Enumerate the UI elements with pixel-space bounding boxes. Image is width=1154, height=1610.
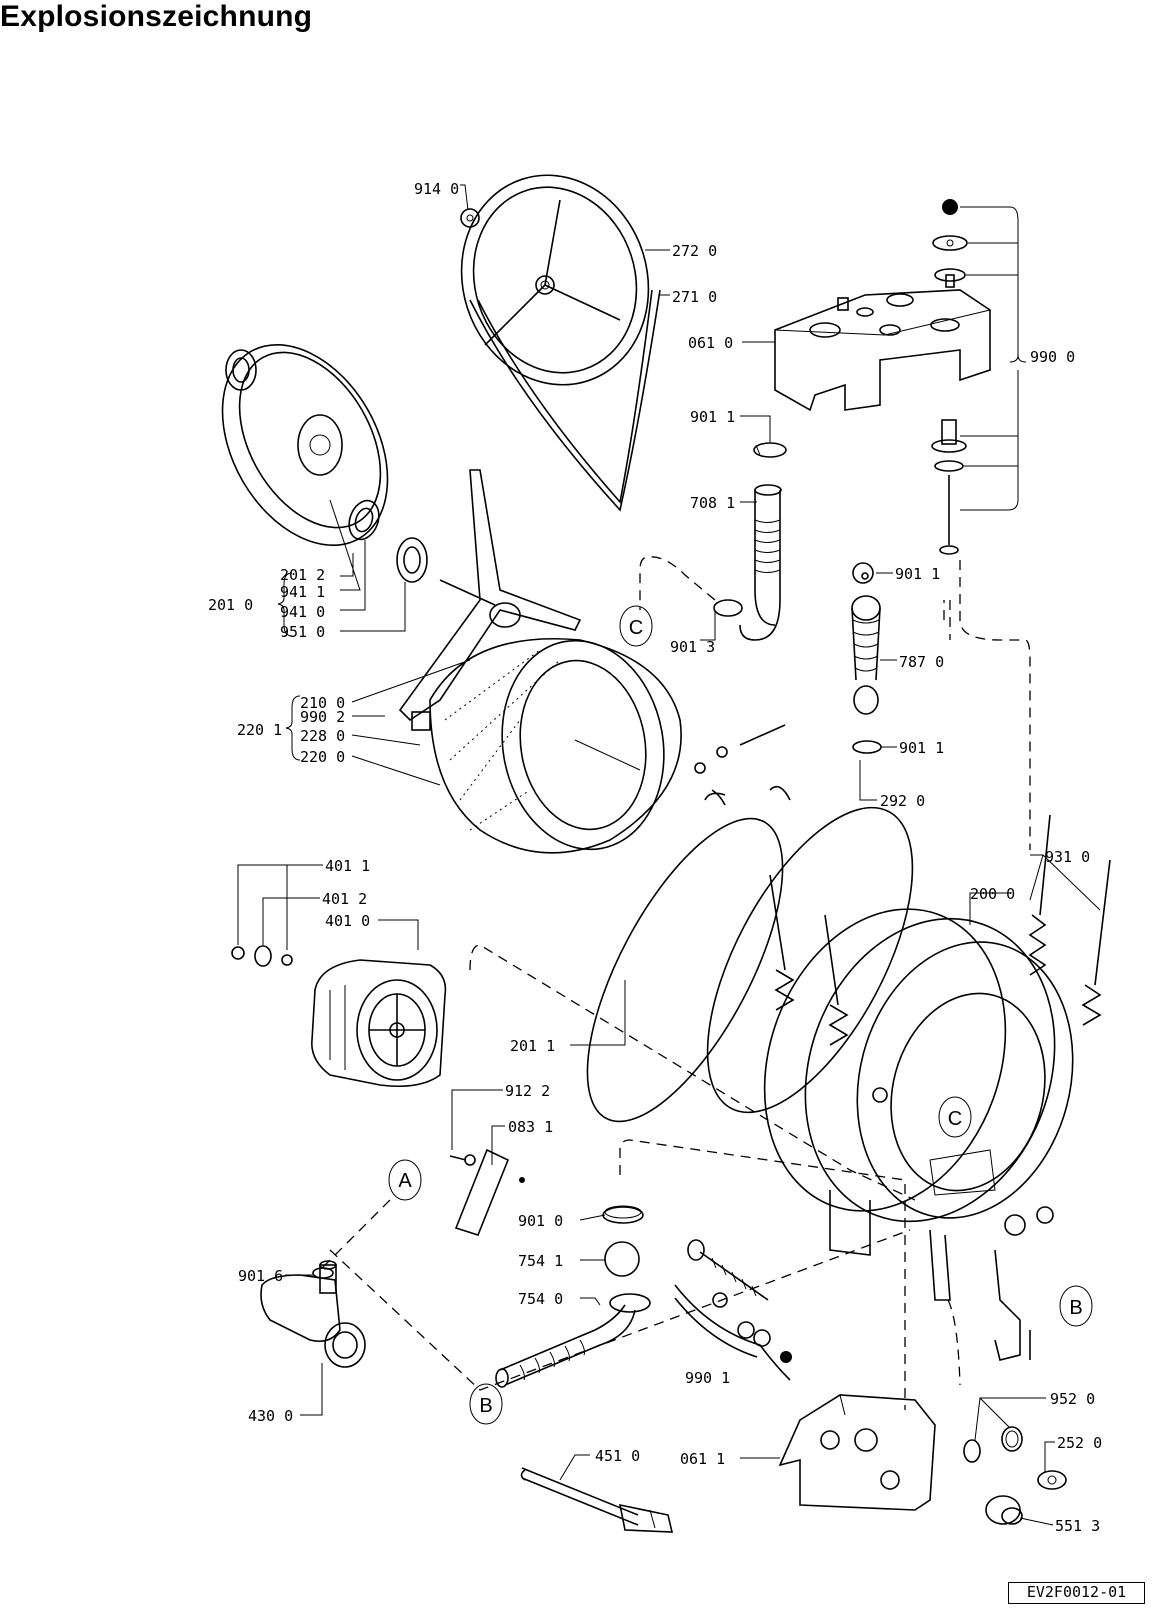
disc-754-1-drawing xyxy=(604,1241,640,1277)
label-708-1: 708 1 xyxy=(690,494,735,512)
label-220-0: 220 0 xyxy=(300,748,345,766)
label-201-2: 201 2 xyxy=(280,566,325,584)
marker-c-hose-letter: C xyxy=(629,617,643,639)
marker-a-letter: A xyxy=(398,1170,412,1192)
label-210-0: 210 0 xyxy=(300,694,345,712)
clamp-901-3-drawing xyxy=(713,599,743,617)
label-990-2: 990 2 xyxy=(300,708,345,726)
tub-drawing xyxy=(763,908,1074,1361)
label-754-1: 754 1 xyxy=(518,1252,563,1270)
label-912-2: 912 2 xyxy=(505,1082,550,1100)
motor-drawing xyxy=(311,959,447,1088)
marker-c-tub: C xyxy=(938,1096,972,1138)
sensor-252-drawing xyxy=(1037,1470,1067,1490)
clamp-901-1-top-drawing xyxy=(753,442,787,458)
bolt-drawing xyxy=(694,724,786,774)
marker-a: A xyxy=(388,1159,422,1201)
label-201-0: 201 0 xyxy=(208,596,253,614)
label-901-1-top: 901 1 xyxy=(690,408,735,426)
marker-b-heater-letter: B xyxy=(479,1395,492,1417)
label-272-0: 272 0 xyxy=(672,242,717,260)
label-430-0: 430 0 xyxy=(248,1407,293,1425)
label-990-1: 990 1 xyxy=(685,1369,730,1387)
label-401-1: 401 1 xyxy=(325,857,370,875)
label-451-0: 451 0 xyxy=(595,1447,640,1465)
seal-951-drawing xyxy=(396,537,428,583)
marker-c-hose: C xyxy=(619,605,653,647)
leader-lines xyxy=(237,184,1101,1526)
counterweight-front-drawing xyxy=(778,1394,936,1511)
label-952-0: 952 0 xyxy=(1050,1390,1095,1408)
label-914-0: 914 0 xyxy=(414,180,459,198)
drain-pump-drawing xyxy=(260,1260,366,1368)
label-901-3: 901 3 xyxy=(670,638,715,656)
label-901-6: 901 6 xyxy=(238,1267,283,1285)
label-901-0: 901 0 xyxy=(518,1212,563,1230)
label-754-0: 754 0 xyxy=(518,1290,563,1308)
label-401-0: 401 0 xyxy=(325,912,370,930)
marker-c-tub-letter: C xyxy=(948,1108,962,1130)
motor-washers-drawing xyxy=(231,945,293,967)
label-200-0: 200 0 xyxy=(970,885,1015,903)
drum-spider-drawing xyxy=(398,469,582,731)
seal-fixings-drawing xyxy=(674,1239,792,1381)
dashed-assembly-lines xyxy=(319,556,1031,1410)
label-551-3: 551 3 xyxy=(1055,1517,1100,1535)
plug-551-drawing xyxy=(985,1495,1023,1525)
washers-952-drawing xyxy=(963,1426,1023,1463)
label-061-1: 061 1 xyxy=(680,1450,725,1468)
fixing-kit-drawing xyxy=(931,199,1027,555)
label-083-1: 083 1 xyxy=(508,1118,553,1136)
label-201-1: 201 1 xyxy=(510,1037,555,1055)
clamp-901-6-drawing xyxy=(312,1267,334,1279)
page-title: Explosionszeichnung xyxy=(0,0,313,33)
screw-912-drawing xyxy=(449,1154,476,1166)
bracket-083-drawing xyxy=(454,1148,525,1236)
label-941-0: 941 0 xyxy=(280,603,325,621)
counterweight-top-drawing xyxy=(774,289,991,412)
marker-b-heater: B xyxy=(469,1383,503,1425)
rear-cover-drawing xyxy=(221,343,389,547)
nut-914-drawing xyxy=(460,208,480,228)
marker-b-tub: B xyxy=(1059,1285,1093,1327)
label-228-0: 228 0 xyxy=(300,727,345,745)
label-061-0: 061 0 xyxy=(688,334,733,352)
hose-708-drawing xyxy=(739,484,782,641)
label-252-0: 252 0 xyxy=(1057,1434,1102,1452)
label-901-1-mid: 901 1 xyxy=(895,565,940,583)
label-951-0: 951 0 xyxy=(280,623,325,641)
hose-754-0-drawing xyxy=(495,1293,651,1388)
part-labels: 914 0 272 0 271 0 061 0 990 0 901 1 708 … xyxy=(208,180,1102,1535)
label-990-0: 990 0 xyxy=(1030,348,1075,366)
label-787-0: 787 0 xyxy=(899,653,944,671)
label-271-0: 271 0 xyxy=(672,288,717,306)
belt-drawing xyxy=(469,289,661,512)
label-220-1: 220 1 xyxy=(237,721,282,739)
label-901-1-low: 901 1 xyxy=(899,739,944,757)
springs-drawing xyxy=(769,814,1111,1046)
label-401-2: 401 2 xyxy=(322,890,367,908)
label-292-0: 292 0 xyxy=(880,792,925,810)
pulley-drawing xyxy=(460,174,650,386)
clamp-901-0-drawing xyxy=(602,1205,644,1224)
drawing-id-box: EV2F0012-01 xyxy=(1008,1582,1145,1604)
hose-787-drawing xyxy=(851,562,881,715)
heater-drawing xyxy=(520,1467,674,1533)
tub-seal-ring-drawing xyxy=(586,789,784,1123)
drum-drawing xyxy=(429,637,682,854)
label-941-1: 941 1 xyxy=(280,583,325,601)
marker-b-tub-letter: B xyxy=(1069,1297,1082,1319)
label-931-0: 931 0 xyxy=(1045,848,1090,866)
tub-clamp-ring-drawing xyxy=(706,785,914,1114)
